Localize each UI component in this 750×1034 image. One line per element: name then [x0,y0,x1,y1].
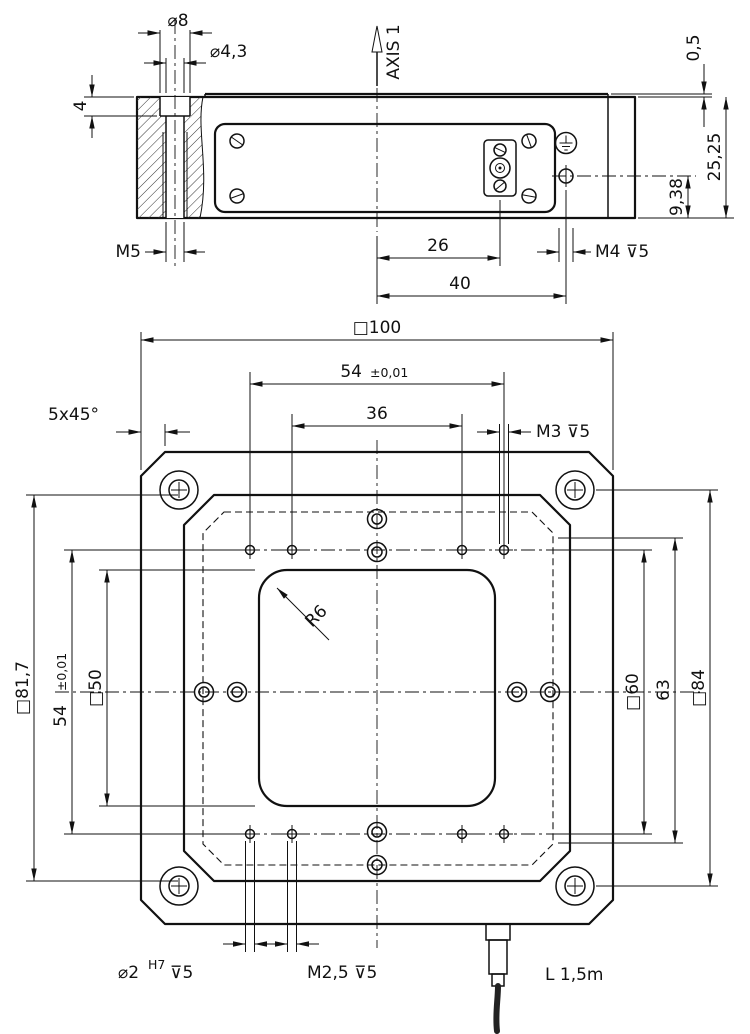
side-connector [483,139,517,197]
dim-aperture-size: □50 [86,569,255,807]
dim-text: □84 [689,669,709,707]
side-section-hatch [137,20,205,268]
cable-length-label: L 1,5m [545,965,603,985]
dim-text: 9,38 [667,178,687,216]
platform-hidden-edge [202,511,554,866]
axis1-label: AXIS 1 [384,24,404,79]
dim-tolerance: ±0,01 [54,653,69,691]
dim-counterbore-depth: 4 [71,75,157,138]
plan-view: R6 [13,318,718,1034]
dim-text: □50 [86,669,106,707]
dim-bore-dia: ⌀4,3 [144,42,247,93]
axis1-arrow: AXIS 1 [371,24,404,86]
dim-dowel-pitch-h: 54 ±0,01 [249,362,505,543]
thread-label: M3 ⊽5 [536,422,590,442]
dim-m3-pattern: □60 [558,549,652,835]
thread-label: M2,5 ⊽5 [307,963,377,983]
thread-label: M4 ⊽5 [595,242,649,262]
side-m4-hole [552,165,696,187]
callout-m5: M5 [116,222,205,262]
callout-r6: R6 [276,587,332,641]
callout-m4: M4 ⊽5 [537,228,649,262]
panel-screw [521,133,537,149]
dowel-depth: ⊽5 [170,963,193,983]
side-cover-panel [213,122,557,214]
dim-text: □100 [353,318,402,338]
dowel-fit: H7 [148,957,165,972]
panel-screw [229,133,245,149]
callout-m25: M2,5 ⊽5 [265,841,377,983]
dim-lip: 0,5 [611,34,712,127]
dim-text: □81,7 [13,661,33,715]
dim-text: 54 [340,362,362,382]
dim-total-height: 25,25 [638,97,734,219]
panel-screw [521,188,537,204]
dim-text: □60 [623,673,643,711]
dim-text: ⌀8 [167,11,188,31]
dim-text: 54 [51,705,71,727]
corner-mounting-holes [159,470,595,906]
panel-screw [229,188,245,204]
thread-label: M5 [116,242,141,262]
dim-connector-offset: 26 [376,200,501,266]
plan-centerlines [55,440,700,948]
dim-m4-height: 9,38 [667,176,691,218]
dim-63: 63 [558,537,683,844]
dim-text: 63 [654,679,674,701]
callout-dowel-hole: ⌀2 H7 ⊽5 [118,841,277,983]
dim-text: 36 [366,404,388,424]
dim-dowel-pitch-v: 54 ±0,01 [51,549,243,835]
radius-label: R6 [301,601,331,631]
dim-m4-offset: 40 [376,190,567,304]
dim-outer-size: □100 [140,318,614,470]
cable-exit: L 1,5m [485,923,603,1034]
dim-m25-pitch: 36 [291,404,463,543]
chamfer-label: 5x45° [48,405,99,425]
dim-tolerance: ±0,01 [370,365,408,380]
dim-hole-pattern: □84 [596,489,718,887]
dim-text: 40 [449,274,471,294]
side-view: AXIS 1 ⌀8 ⌀4,3 4 [71,11,734,304]
side-housing-outline [135,92,637,220]
dim-text: ⌀4,3 [210,42,247,62]
dowel-dia: ⌀2 [118,963,139,983]
dim-text: 26 [427,236,449,256]
callout-chamfer: 5x45° [48,405,190,470]
callout-m3: M3 ⊽5 [477,422,590,544]
dim-text: 0,5 [684,34,704,61]
platform-outline [182,493,572,883]
plan-housing-outline [139,450,615,926]
dim-text: 25,25 [705,133,725,182]
dim-text: 4 [71,101,91,112]
dim-platform-size: □81,7 [13,494,178,882]
ground-terminal-icon [554,131,578,155]
